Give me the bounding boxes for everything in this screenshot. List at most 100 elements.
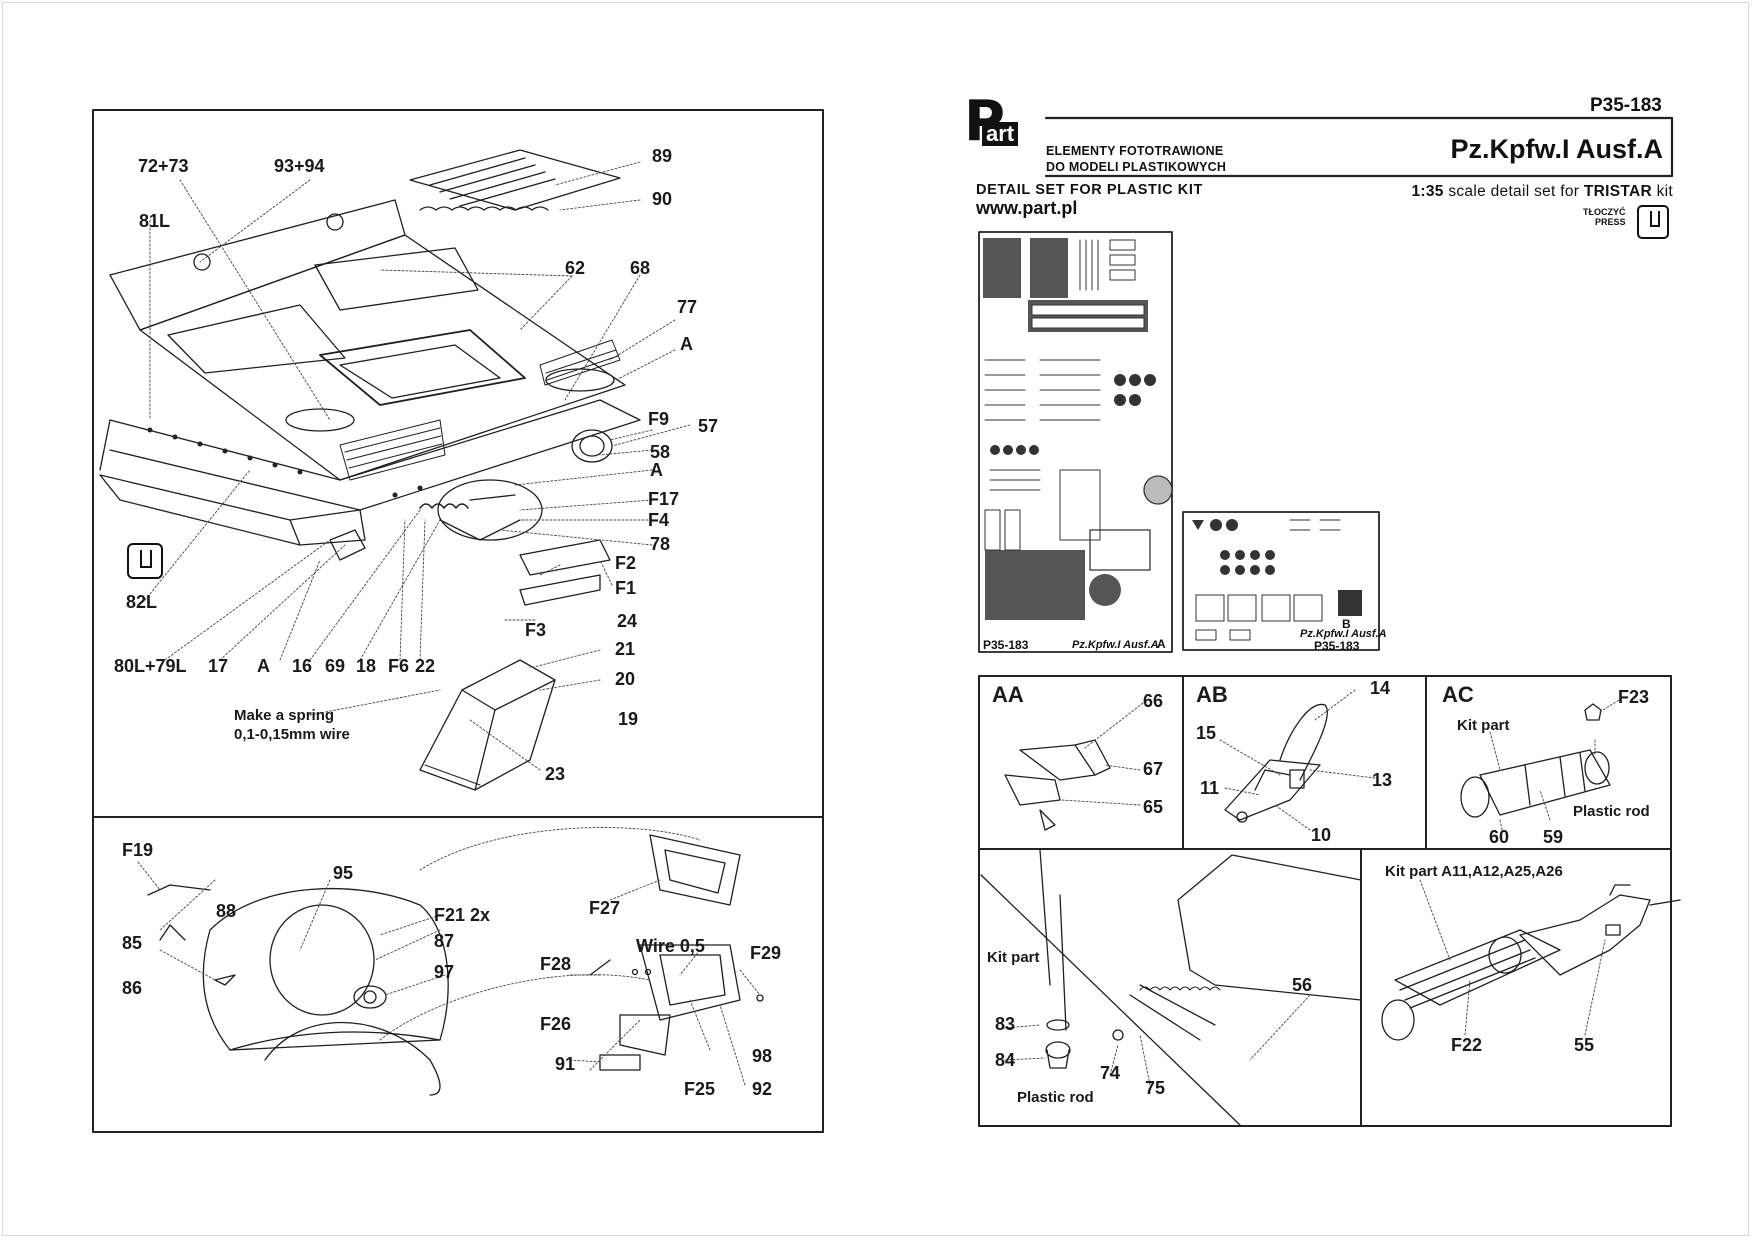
fret-a-drawing: [978, 231, 1173, 653]
fret-a-letter: A: [1157, 637, 1166, 651]
callout-67: 67: [1143, 759, 1164, 779]
callout-81l: 81L: [139, 211, 171, 231]
lower-left-frame: [92, 816, 824, 1133]
kit-brand: TRISTAR: [1583, 183, 1652, 200]
spring-note-line1: Make a spring: [234, 707, 335, 724]
callout-86: 86: [122, 978, 143, 998]
plastic-rod-label-ac: Plastic rod: [1573, 803, 1650, 820]
fret-b-letter: B: [1342, 617, 1351, 631]
kit-part-label-br: Kit part A11,A12,A25,A26: [1385, 863, 1563, 880]
callout-f21-2x: F21 2x: [434, 905, 491, 925]
ab-drawing: [1224, 703, 1328, 823]
panel-aa-tag: AA: [992, 682, 1024, 707]
callout-66: 66: [1143, 691, 1164, 711]
panel-ab-tag: AB: [1196, 682, 1228, 707]
callout-56: 56: [1292, 975, 1313, 995]
header-subtitle: ELEMENTY FOTOTRAWIONE DO MODELI PLASTIKO…: [1046, 144, 1226, 175]
aa-drawing: [1004, 739, 1111, 831]
callout-21: 21: [615, 639, 636, 659]
ac-drawing: [1460, 703, 1611, 818]
press-line2: PRESS: [1594, 216, 1626, 227]
detail-set-label: DETAIL SET FOR PLASTIC KIT: [976, 182, 1203, 198]
kit-title: Pz.Kpfw.I Ausf.A: [1450, 134, 1664, 164]
callout-57: 57: [698, 416, 719, 436]
callout-f26: F26: [540, 1014, 572, 1034]
kit-part-label-bl: Kit part: [987, 949, 1040, 966]
kit-word: kit: [1656, 183, 1673, 200]
callout-65: 65: [1143, 797, 1164, 817]
subtitle-line2: DO MODELI PLASTIKOWYCH: [1046, 159, 1227, 174]
callout-f3: F3: [525, 620, 547, 640]
callout-f22: F22: [1451, 1035, 1483, 1055]
callout-59: 59: [1543, 827, 1564, 847]
fender-drawing: [147, 834, 764, 1096]
panel-bottom-right-frame: [1360, 848, 1672, 1127]
callout-77: 77: [677, 297, 698, 317]
callout-18: 18: [356, 656, 377, 676]
callout-75: 75: [1145, 1078, 1166, 1098]
press-icon-82l: [127, 543, 163, 579]
callout-10: 10: [1311, 825, 1332, 845]
fret-b-drawing: [1182, 511, 1380, 651]
callout-80l-79l: 80L+79L: [114, 656, 187, 676]
callout-82l: 82L: [126, 592, 158, 612]
part-logo: P art: [964, 94, 1040, 150]
callout-f27: F27: [589, 898, 621, 918]
spring-note: Make a spring 0,1-0,15mm wire: [234, 707, 350, 745]
callout-a-bottom: A: [257, 656, 270, 676]
callout-87: 87: [434, 931, 455, 951]
callout-16: 16: [292, 656, 313, 676]
hull-drawing: [99, 149, 641, 791]
callout-f23: F23: [1618, 687, 1650, 707]
callout-97: 97: [434, 962, 455, 982]
callout-62: 62: [565, 258, 586, 278]
callout-13: 13: [1372, 770, 1393, 790]
callout-83: 83: [995, 1014, 1016, 1034]
lower-left-leader-lines: [137, 827, 761, 1086]
bottom-right-drawing: [1381, 884, 1681, 1041]
subtitle-line1: ELEMENTY FOTOTRAWIONE: [1046, 144, 1224, 158]
callout-f6: F6: [388, 656, 410, 676]
main-leader-lines: [144, 161, 691, 771]
callout-69: 69: [325, 656, 346, 676]
main-diagram-frame: [92, 109, 824, 818]
scale-text: scale detail set for: [1448, 183, 1580, 200]
callout-a-mid: A: [650, 460, 663, 480]
fret-a-code: P35-183: [983, 638, 1029, 652]
fret-a-name: Pz.Kpfw.I Ausf.A: [1072, 639, 1159, 651]
callout-a-top: A: [680, 334, 693, 354]
panel-ac-tag: AC: [1442, 682, 1474, 707]
callout-17: 17: [208, 656, 229, 676]
callout-84: 84: [995, 1050, 1016, 1070]
plastic-rod-label-bl: Plastic rod: [1017, 1089, 1094, 1106]
callout-95: 95: [333, 863, 354, 883]
callout-23: 23: [545, 764, 566, 784]
callout-19: 19: [618, 709, 639, 729]
callout-72-73: 72+73: [138, 156, 189, 176]
callout-20: 20: [615, 669, 636, 689]
callout-60: 60: [1489, 827, 1510, 847]
callout-89: 89: [652, 146, 673, 166]
callout-22: 22: [415, 656, 436, 676]
callout-90: 90: [652, 189, 673, 209]
callout-78: 78: [650, 534, 671, 554]
callout-85: 85: [122, 933, 143, 953]
callout-f1: F1: [615, 578, 637, 598]
kit-part-label-ac: Kit part: [1457, 717, 1510, 734]
header-rule: [1044, 116, 1674, 178]
callout-15: 15: [1196, 723, 1217, 743]
press-legend: TŁOCZYĆ PRESS: [1583, 207, 1626, 228]
callout-68: 68: [630, 258, 651, 278]
fret-b-name: Pz.Kpfw.I Ausf.A: [1300, 628, 1387, 640]
callout-11: 11: [1200, 778, 1220, 798]
press-icon: [1637, 205, 1669, 239]
callout-f29: F29: [750, 943, 782, 963]
callout-f25: F25: [684, 1079, 716, 1099]
fret-b-code: P35-183: [1314, 639, 1360, 653]
website-link[interactable]: www.part.pl: [976, 198, 1078, 218]
callout-92: 92: [752, 1079, 773, 1099]
press-line1: TŁOCZYĆ: [1583, 207, 1626, 217]
callout-24: 24: [617, 611, 638, 631]
callout-93-94: 93+94: [274, 156, 325, 176]
